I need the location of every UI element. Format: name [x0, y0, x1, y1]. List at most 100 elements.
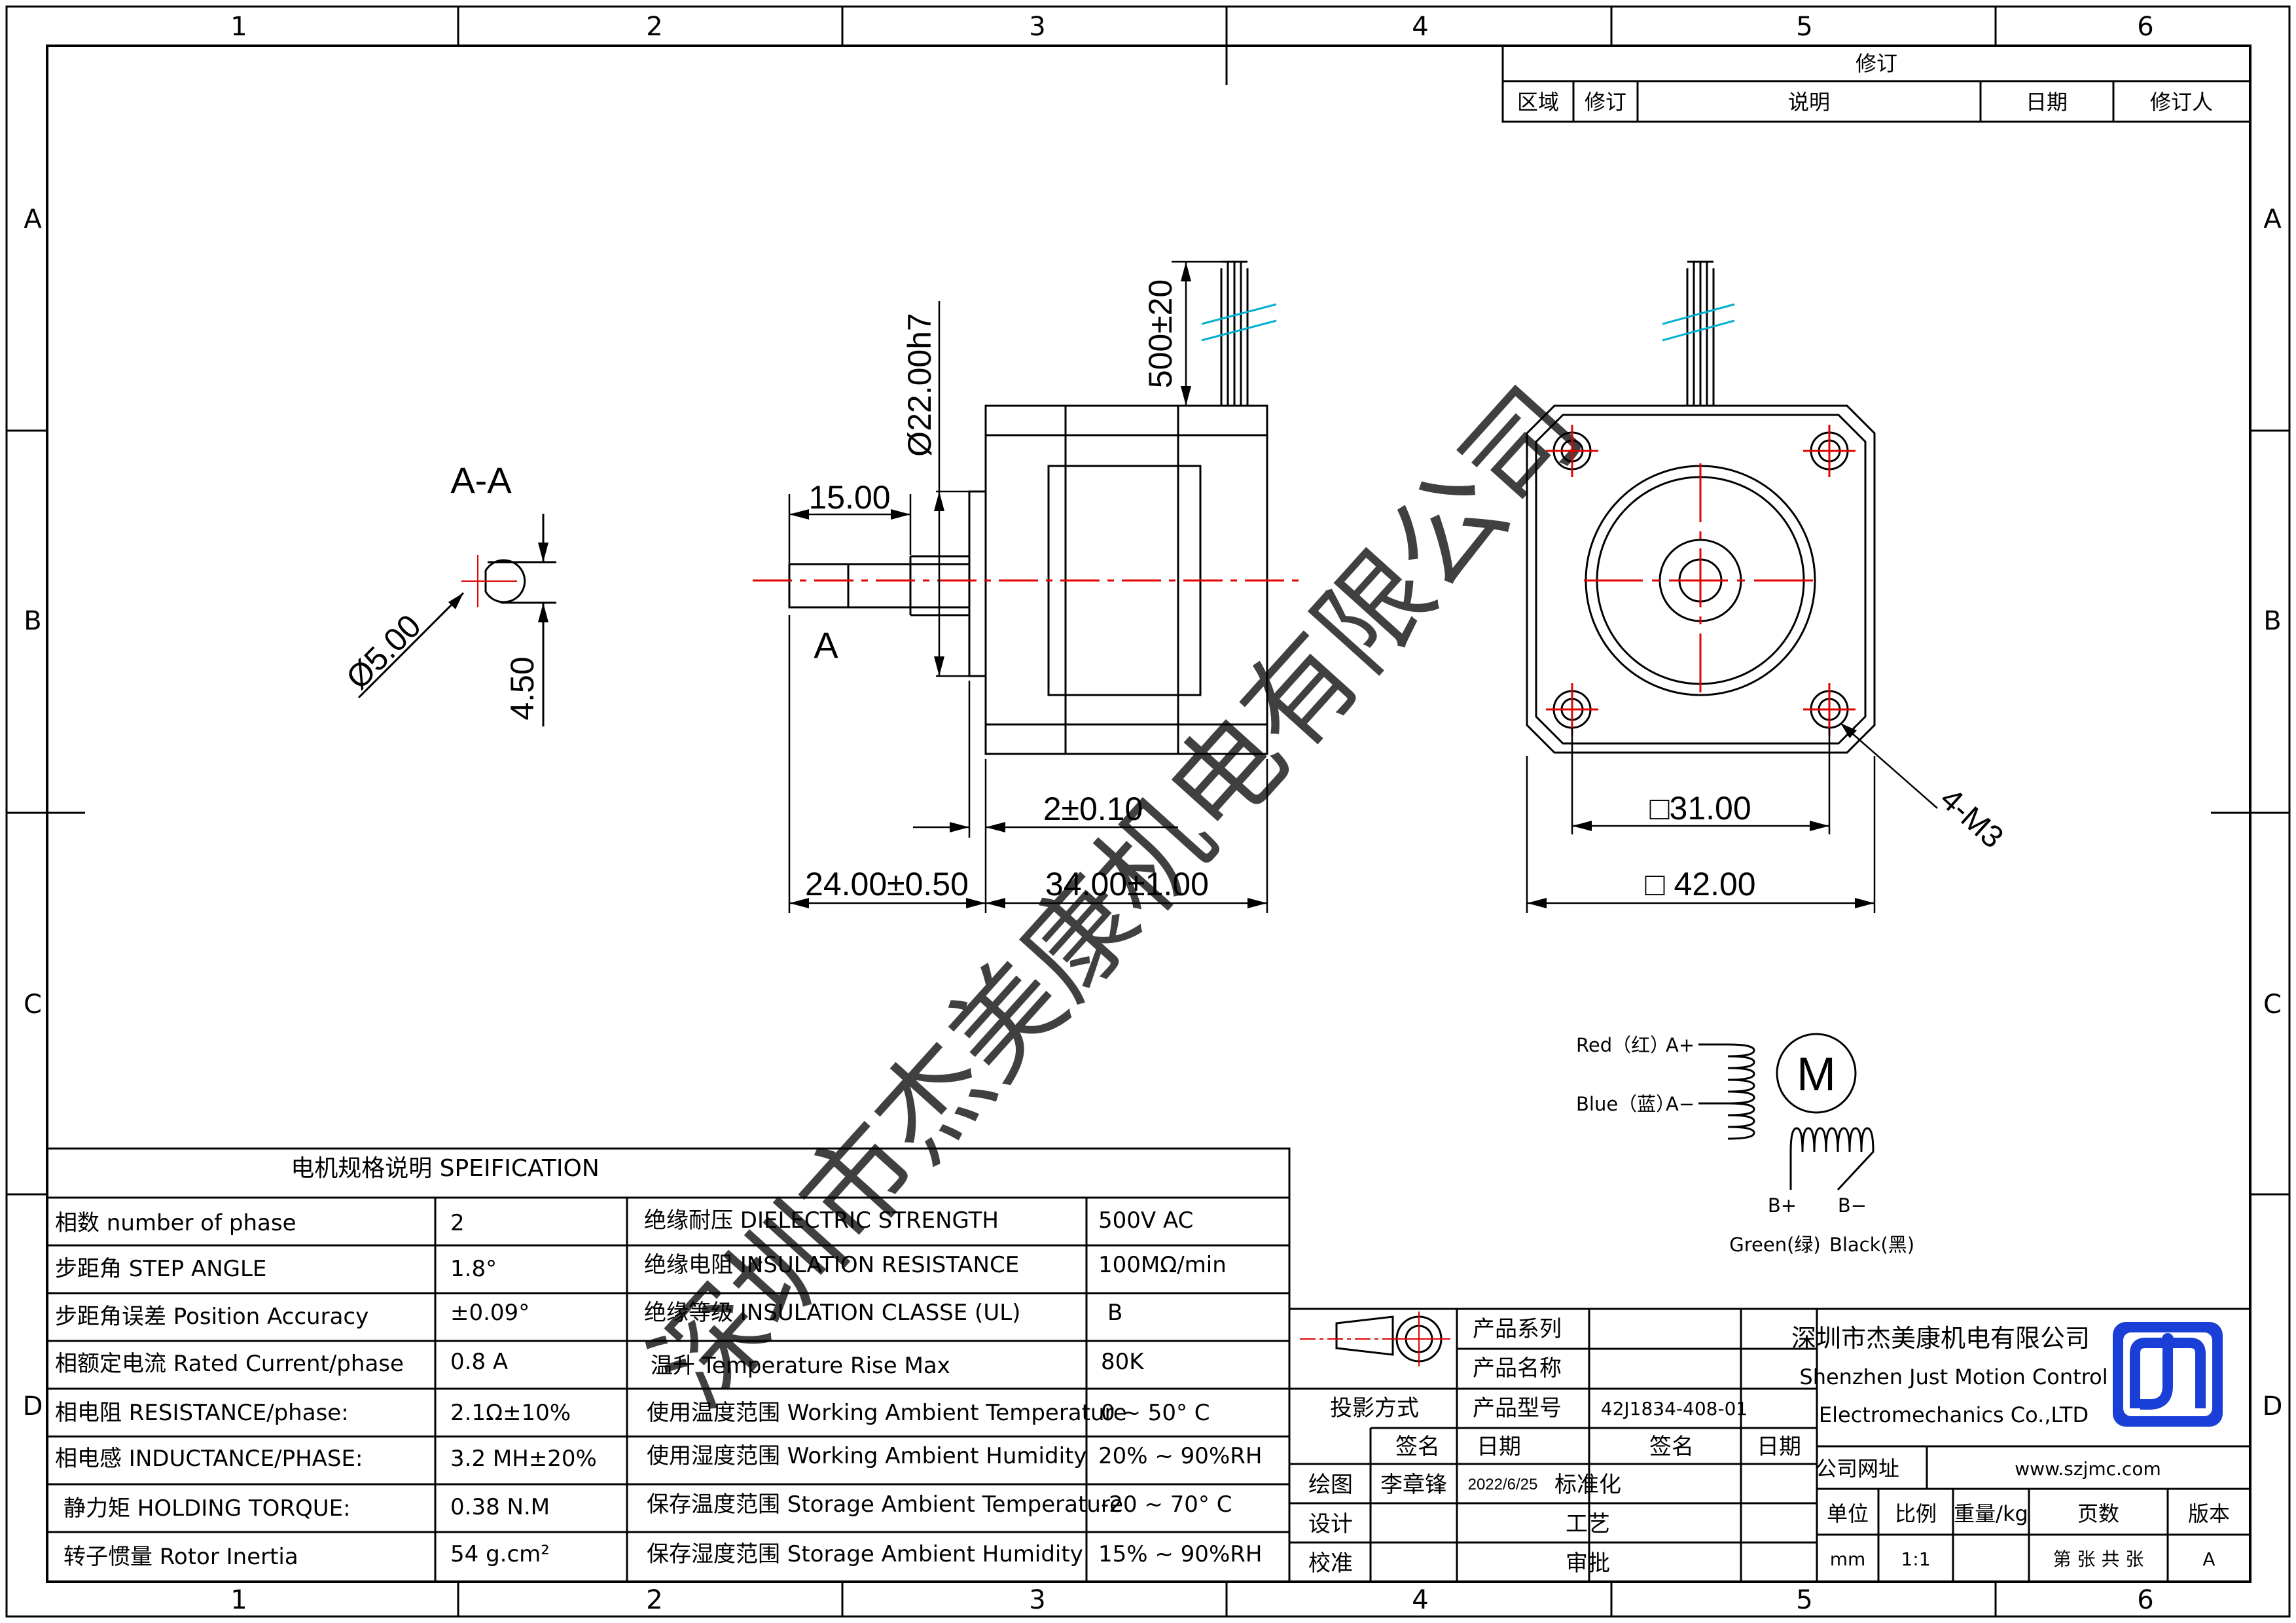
shaft-length-dim: 15.00 — [808, 479, 890, 516]
tb-projection: 投影方式 — [1330, 1395, 1419, 1421]
col-label-4-bottom: 4 — [1412, 1585, 1428, 1615]
pilot-height-dim: 2±0.10 — [1043, 791, 1143, 827]
tb-product-model: 产品型号 — [1473, 1395, 1562, 1421]
wire-red-label: Red（红） — [1576, 1034, 1669, 1056]
hole-pitch-dim: □31.00 — [1649, 790, 1751, 827]
tb-design: 设计 — [1308, 1511, 1353, 1537]
spec-row-8-value: 54 g.cm² — [450, 1541, 550, 1567]
wire-a-minus: A− — [1666, 1093, 1695, 1115]
tb-scale: 比例 — [1895, 1501, 1937, 1526]
spec-row-2-value2: 100MΩ/min — [1098, 1252, 1227, 1278]
spec-row-6-value: 3.2 MH±20% — [450, 1446, 597, 1472]
tb-sign-1: 签名 — [1395, 1434, 1440, 1460]
lead-length-dim: 500±20 — [1142, 279, 1179, 388]
col-label-3-top: 3 — [1029, 12, 1045, 42]
col-label-4-top: 4 — [1412, 12, 1428, 42]
col-label-6-bottom: 6 — [2137, 1585, 2153, 1615]
holes-label: 4-M3 — [1933, 781, 2010, 855]
tb-company-cn: 深圳市杰美康机电有限公司 — [1791, 1324, 2090, 1353]
spec-row-4-value: 0.8 A — [450, 1349, 508, 1375]
spec-row-7-value2: -20 ~ 70° C — [1101, 1491, 1232, 1518]
spec-row-2-label: 步距角 STEP ANGLE — [55, 1256, 266, 1282]
tb-unit-value: mm — [1830, 1548, 1866, 1570]
tb-drawn-date: 2022/6/25 — [1468, 1476, 1538, 1493]
tb-version: 版本 — [2188, 1501, 2230, 1526]
tb-standard: 标准化 — [1554, 1472, 1621, 1498]
spec-row-1-value2: 500V AC — [1098, 1207, 1193, 1234]
spec-row-6-value2: 20% ~ 90%RH — [1098, 1443, 1262, 1469]
projection-symbol-icon — [1300, 1311, 1450, 1366]
row-label-d-right: D — [2263, 1391, 2283, 1421]
spec-row-5-label2: 使用温度范围 Working Ambient Temperature — [647, 1400, 1127, 1426]
spec-row-3-value2: B — [1107, 1300, 1122, 1326]
row-label-a-right: A — [2263, 204, 2282, 234]
spec-row-5-label: 相电阻 RESISTANCE/phase: — [55, 1400, 349, 1426]
tb-date-2: 日期 — [1757, 1434, 1801, 1460]
spec-row-1-label: 相数 number of phase — [55, 1210, 296, 1236]
wire-b-minus: B− — [1838, 1194, 1867, 1217]
tb-approve: 审批 — [1566, 1550, 1610, 1577]
tb-process: 工艺 — [1566, 1511, 1610, 1537]
wiring-diagram: Red（红） A+ Blue（蓝） A− B+ B− Green(绿) Blac… — [1576, 1033, 1914, 1256]
tb-version-value: A — [2202, 1548, 2215, 1570]
spec-title: 电机规格说明 SPEIFICATION — [291, 1155, 600, 1182]
front-view: 4-M3 □31.00 □ 42.00 — [1526, 260, 2010, 913]
side-view: 15.00 Ø22.00h7 500±20 A 2±0.10 — [753, 260, 1302, 913]
row-label-d-left: D — [23, 1391, 43, 1421]
tb-unit: 单位 — [1827, 1501, 1869, 1526]
spec-row-7-value: 0.38 N.M — [450, 1494, 550, 1520]
tb-pages-value: 第 张 共 张 — [2053, 1548, 2144, 1570]
tb-company-en-2: Electromechanics Co.,LTD — [1819, 1402, 2089, 1427]
spec-table: 电机规格说明 SPEIFICATION 相数 number of phase 2… — [46, 1147, 1291, 1583]
revision-col-date: 日期 — [2026, 90, 2068, 115]
row-label-c-right: C — [2263, 990, 2282, 1020]
col-label-2-bottom: 2 — [646, 1585, 662, 1615]
col-label-1-bottom: 1 — [230, 1585, 247, 1615]
spec-row-4-label2: 温升 Temperature Rise Max — [651, 1353, 950, 1379]
tb-product-series: 产品系列 — [1473, 1316, 1562, 1342]
row-label-a-left: A — [24, 204, 42, 234]
col-label-6-top: 6 — [2137, 12, 2153, 42]
col-label-1-top: 1 — [230, 12, 247, 42]
body-size-dim: □ 42.00 — [1645, 866, 1755, 902]
spec-row-4-label: 相额定电流 Rated Current/phase — [55, 1351, 404, 1377]
spec-row-2-value: 1.8° — [450, 1256, 497, 1282]
tb-sign-2: 签名 — [1649, 1434, 1694, 1460]
section-title: A-A — [450, 459, 512, 501]
col-label-5-bottom: 5 — [1796, 1585, 1812, 1615]
row-label-c-left: C — [24, 990, 42, 1020]
wire-a-plus: A+ — [1666, 1034, 1695, 1056]
tb-date-1: 日期 — [1477, 1434, 1521, 1460]
section-dia-label: Ø5.00 — [339, 607, 428, 696]
col-label-2-top: 2 — [646, 12, 662, 42]
tb-website: www.szjmc.com — [2015, 1458, 2161, 1480]
spec-row-7-label: 静力矩 HOLDING TORQUE: — [63, 1495, 351, 1522]
tb-check: 校准 — [1308, 1550, 1353, 1577]
row-label-b-right: B — [2263, 606, 2281, 636]
section-view-a-a: A-A Ø5.00 4.50 — [339, 459, 556, 726]
tb-model-value: 42J1834-408-01 — [1601, 1398, 1748, 1419]
shaft-total-dim: 24.00±0.50 — [805, 866, 969, 902]
title-block: 产品系列 产品名称 投影方式 产品型号 签名 日期 签名 日期 绘图 李章锋 标… — [1288, 1308, 2251, 1583]
section-mark: A — [814, 624, 838, 666]
spec-row-1-value: 2 — [450, 1210, 465, 1236]
spec-row-6-label2: 使用湿度范围 Working Ambient Humidity — [647, 1443, 1086, 1469]
spec-row-3-label: 步距角误差 Position Accuracy — [55, 1304, 368, 1330]
wire-black-label: Black(黑) — [1829, 1234, 1914, 1256]
spec-row-6-label: 相电感 INDUCTANCE/PHASE: — [55, 1446, 363, 1472]
revision-table: 修订 区域 修订 说明 日期 修订人 — [1501, 45, 2251, 123]
wire-blue-label: Blue（蓝） — [1576, 1093, 1675, 1115]
zone-labels: 1 2 3 4 5 6 1 2 3 4 5 6 A B C D A B C D — [23, 12, 2283, 1615]
revision-col-rev: 修订 — [1585, 90, 1626, 115]
wire-b-plus: B+ — [1768, 1194, 1797, 1217]
revision-title: 修订 — [1856, 51, 1897, 76]
spec-row-3-label2: 绝缘等级 INSULATION CLASSE (UL) — [644, 1300, 1020, 1326]
spec-row-8-value2: 15% ~ 90%RH — [1098, 1541, 1262, 1567]
col-label-3-bottom: 3 — [1029, 1585, 1045, 1615]
tb-drawer: 李章锋 — [1380, 1472, 1447, 1498]
spec-row-4-value2: 80K — [1101, 1349, 1145, 1375]
motor-symbol: M — [1797, 1048, 1836, 1101]
body-length-dim: 34.00±1.00 — [1045, 866, 1209, 902]
row-label-b-left: B — [24, 606, 41, 636]
pilot-dia-dim: Ø22.00h7 — [901, 313, 938, 457]
